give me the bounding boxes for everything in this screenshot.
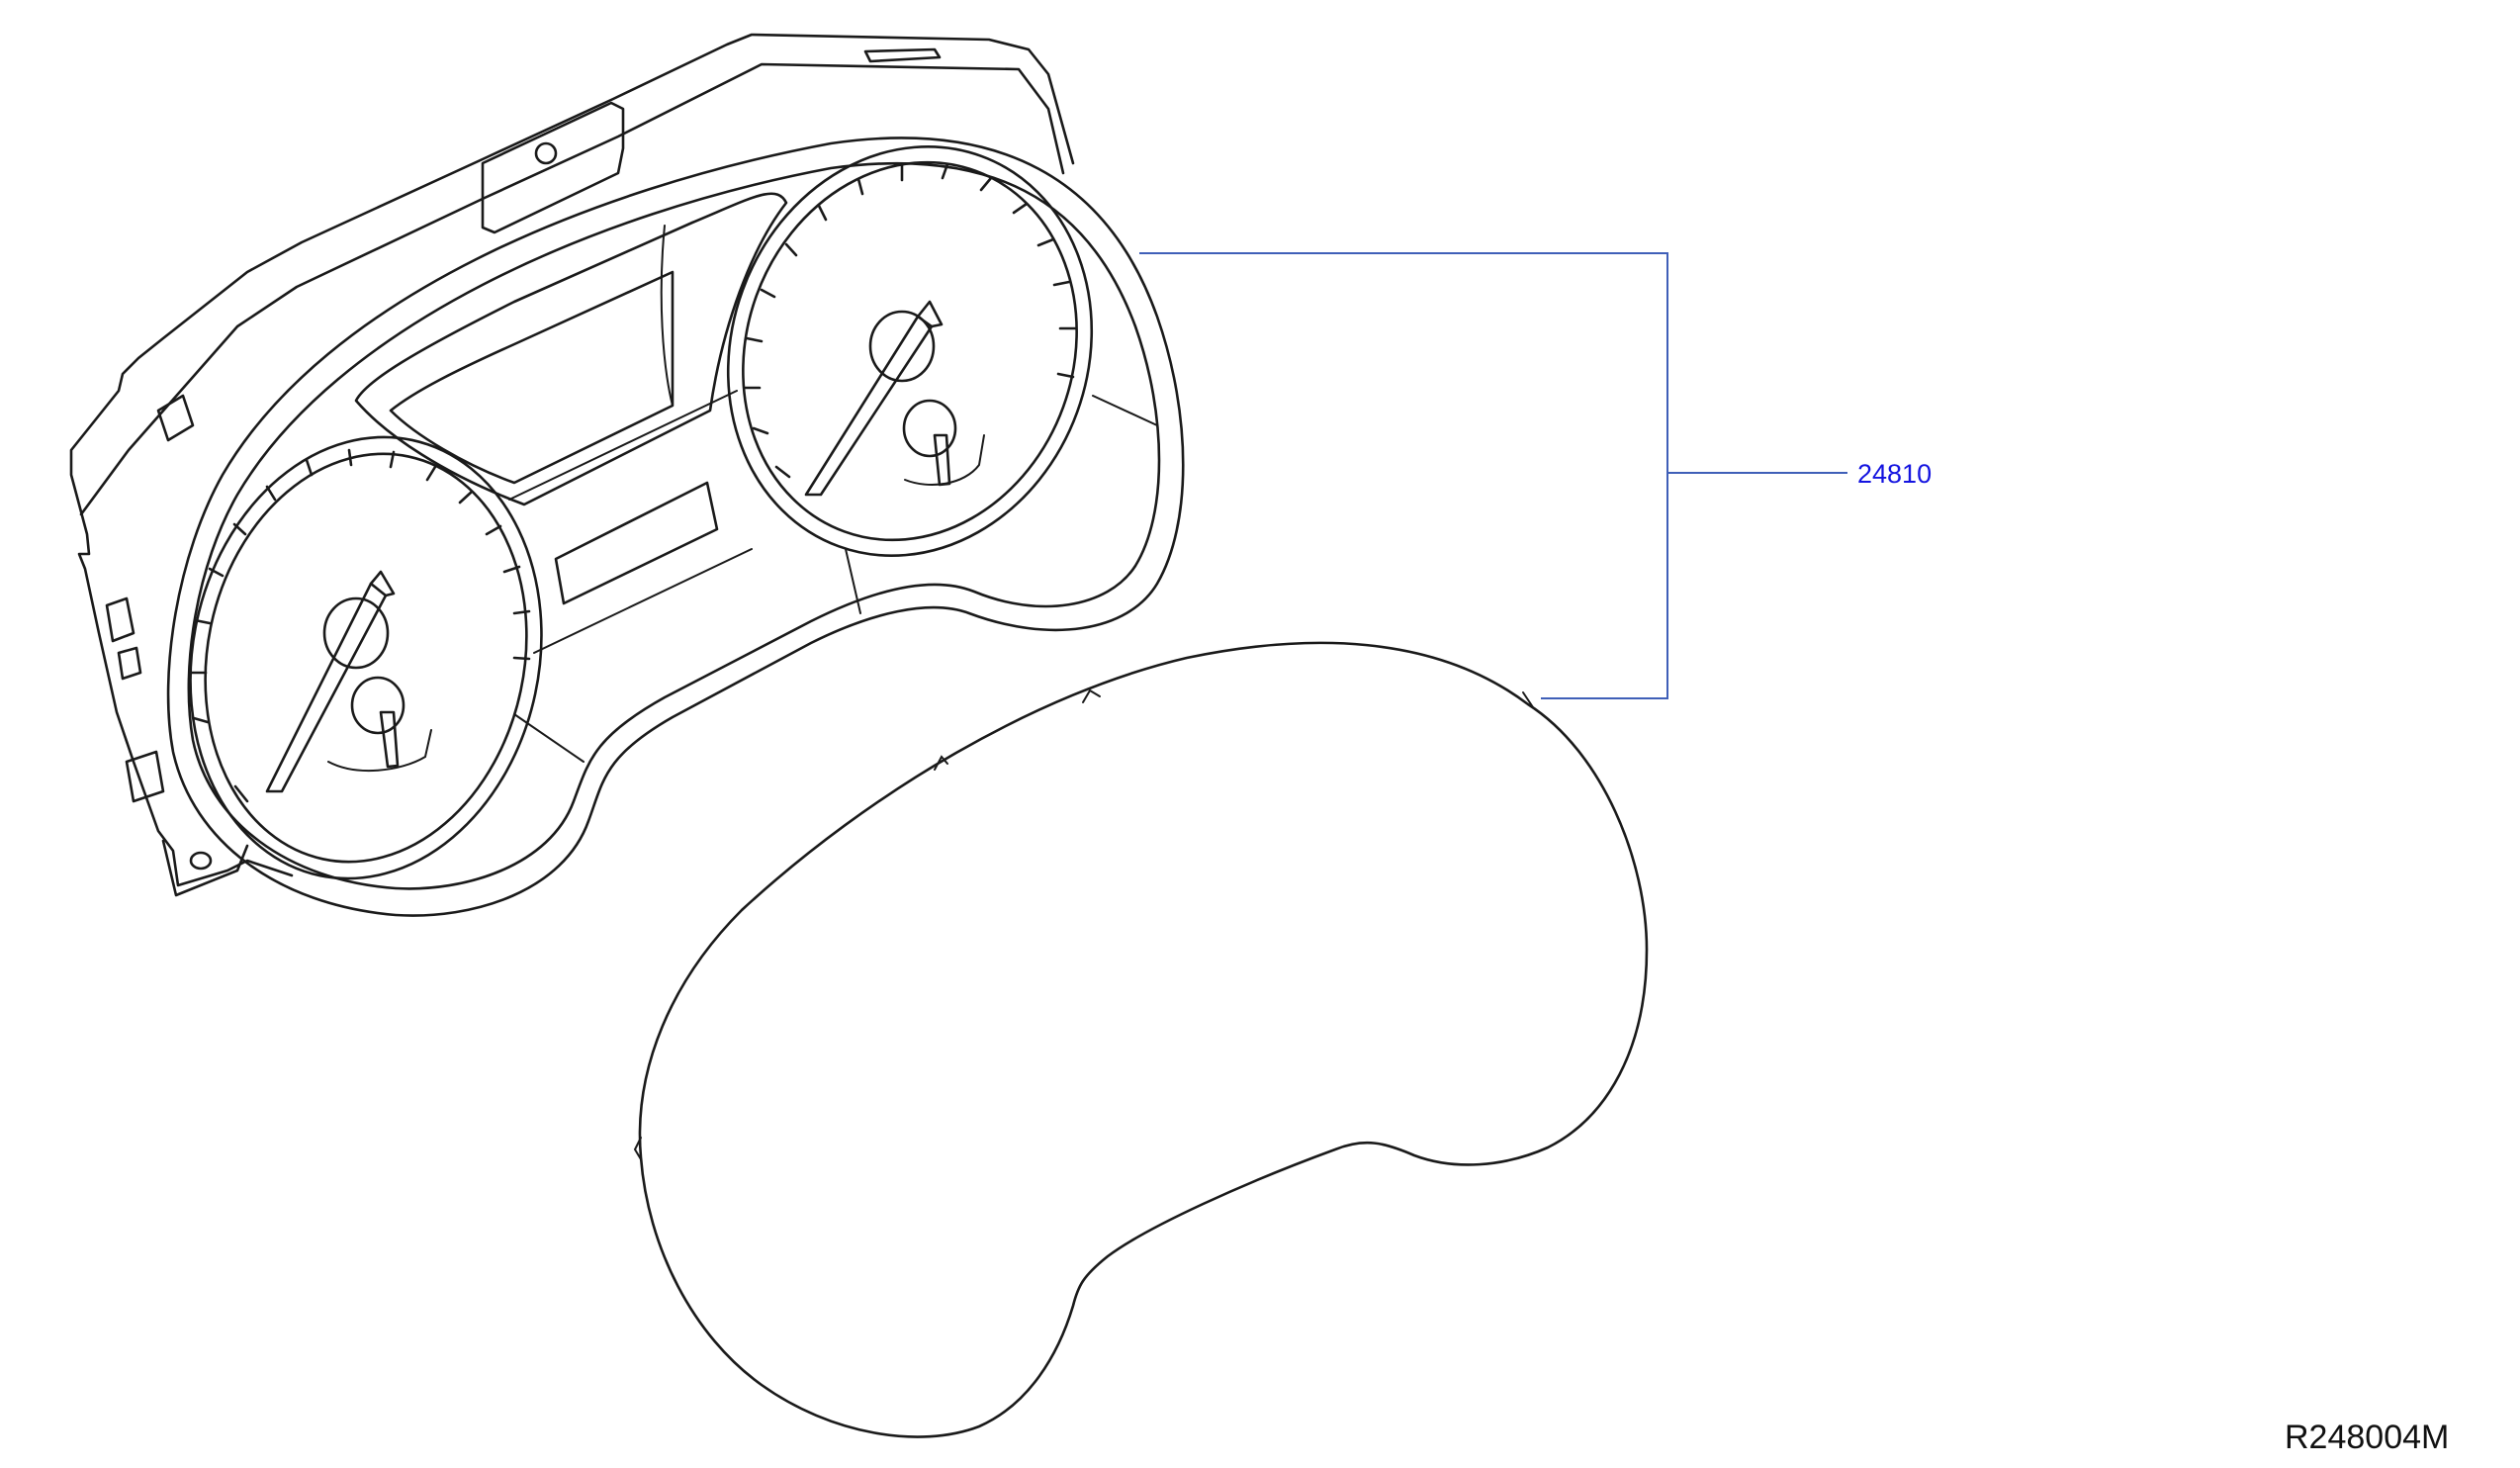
right-gauge-ring-outer bbox=[726, 144, 1094, 558]
leader-line-cluster bbox=[1139, 252, 1668, 699]
center-panel-line-d bbox=[845, 548, 861, 614]
right-sub-gauge-needle bbox=[933, 433, 951, 487]
right-gauge-tick bbox=[784, 242, 798, 257]
right-panel-line bbox=[1092, 395, 1158, 426]
left-gauge-ticks bbox=[189, 448, 531, 803]
instrument-cluster bbox=[69, 33, 1185, 917]
left-gauge-hub bbox=[322, 596, 390, 670]
right-gauge-ring-inner bbox=[742, 160, 1078, 542]
right-gauge-tick bbox=[1052, 280, 1071, 287]
left-gauge-tick bbox=[389, 450, 396, 469]
left-gauge-tick bbox=[425, 465, 437, 482]
center-panel-line-c bbox=[513, 713, 585, 763]
front-lens-clip-a bbox=[934, 755, 948, 771]
front-lens-clip-b bbox=[1082, 688, 1101, 703]
right-gauge-tick bbox=[856, 177, 864, 196]
left-gauge-tick bbox=[347, 448, 353, 467]
left-gauge-tick bbox=[232, 522, 247, 536]
left-sub-gauge-hub bbox=[350, 676, 405, 735]
callout-label-24810[interactable]: 24810 bbox=[1857, 459, 1933, 489]
connector-slot-top bbox=[863, 47, 942, 63]
right-gauge-needle bbox=[804, 315, 934, 497]
side-clip-middle bbox=[105, 596, 135, 643]
right-gauge-needle-tip bbox=[916, 300, 944, 328]
right-sub-gauge-arc bbox=[904, 434, 985, 486]
display-window-frame bbox=[354, 192, 788, 506]
side-clip-lower bbox=[117, 646, 142, 681]
cluster-housing-top-edge bbox=[79, 62, 1065, 516]
right-gauge-tick bbox=[774, 465, 791, 479]
center-panel-line-b bbox=[533, 548, 753, 654]
side-connector bbox=[125, 750, 165, 803]
right-gauge-tick bbox=[760, 288, 776, 299]
right-gauge-tick bbox=[941, 162, 949, 180]
mounting-tab-top bbox=[481, 101, 625, 234]
center-lcd bbox=[554, 481, 719, 605]
cluster-front-lens bbox=[633, 641, 1649, 1438]
left-gauge bbox=[189, 435, 543, 880]
left-gauge-tick bbox=[305, 458, 314, 477]
left-gauge-tick bbox=[485, 524, 502, 536]
display-window-edge bbox=[660, 225, 674, 407]
right-gauge-ticks bbox=[743, 162, 1077, 479]
left-sub-gauge-arc bbox=[327, 729, 432, 772]
right-gauge-tick bbox=[752, 426, 769, 435]
front-lens-notch bbox=[1522, 691, 1534, 708]
front-lens-tab-left bbox=[633, 1137, 642, 1160]
left-gauge-tick bbox=[265, 485, 277, 502]
left-gauge-needle bbox=[265, 582, 388, 793]
left-gauge-tick bbox=[233, 784, 249, 803]
right-gauge-hub bbox=[868, 310, 936, 383]
left-gauge-tick bbox=[192, 716, 210, 724]
left-gauge-tick bbox=[208, 567, 225, 578]
right-gauge-tick bbox=[979, 176, 993, 192]
left-gauge-needle-tip bbox=[369, 570, 396, 597]
right-gauge bbox=[726, 144, 1094, 558]
left-gauge-tick bbox=[512, 609, 531, 615]
left-sub-gauge-needle bbox=[379, 710, 400, 769]
center-panel-line-a bbox=[508, 390, 738, 501]
right-sub-gauge-hub bbox=[902, 399, 957, 458]
callout-leader-24810 bbox=[1139, 252, 1847, 699]
left-gauge-tick bbox=[458, 490, 474, 505]
left-gauge-tick bbox=[193, 618, 212, 625]
cluster-bezel-outer bbox=[166, 137, 1185, 917]
right-gauge-tick bbox=[1012, 202, 1029, 215]
cluster-bezel-inner bbox=[187, 161, 1161, 890]
mounting-hole-top bbox=[534, 141, 558, 165]
right-gauge-tick bbox=[1056, 372, 1075, 379]
diagram-reference-code: R248004M bbox=[2285, 1419, 2450, 1456]
mounting-hole-bottom bbox=[189, 851, 213, 871]
left-gauge-tick bbox=[512, 656, 531, 661]
right-gauge-tick bbox=[1036, 237, 1055, 247]
side-clip-upper bbox=[156, 394, 195, 442]
left-gauge-ring-inner bbox=[204, 452, 528, 864]
front-lens-outline bbox=[638, 641, 1649, 1438]
left-gauge-tick bbox=[502, 565, 521, 574]
right-gauge-tick bbox=[745, 336, 764, 343]
cluster-housing-outline bbox=[69, 33, 1075, 887]
right-gauge-tick bbox=[817, 204, 828, 222]
